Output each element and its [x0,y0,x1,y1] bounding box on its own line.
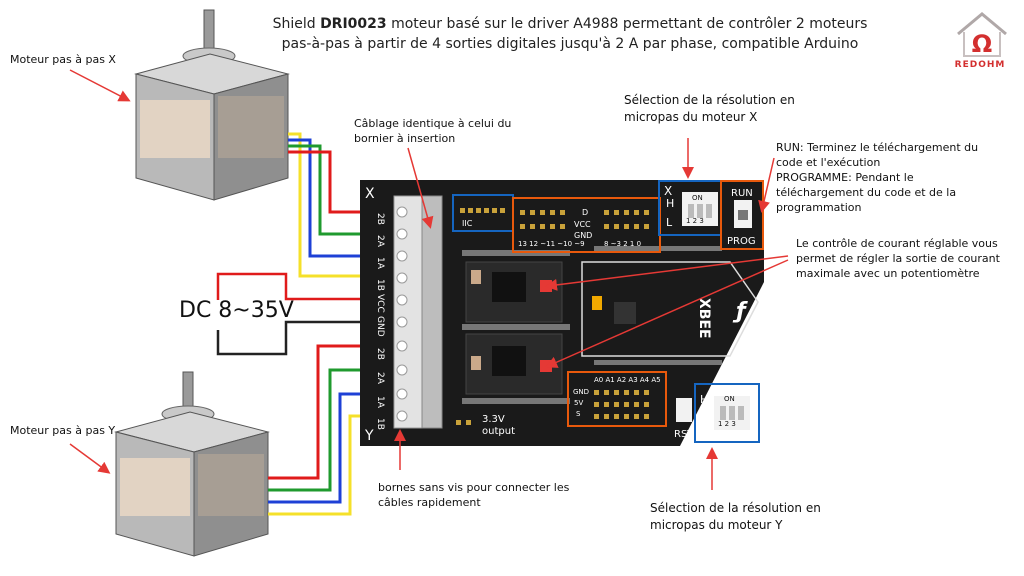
analog-pins-highlight [567,371,667,427]
label-motor-y: Moteur pas à pas Y [10,424,116,437]
svg-text:ON: ON [724,395,735,403]
shield-board: XBEE ƒ [360,180,764,446]
run-prog-highlight [720,180,764,250]
stepper-motor-y [114,371,270,557]
svg-text:A0 A1 A2 A3 A4 A5: A0 A1 A2 A3 A4 A5 [594,376,661,384]
svg-text:8 ~3 2 1 0: 8 ~3 2 1 0 [604,240,641,248]
svg-text:D: D [582,208,588,217]
svg-text:RUN: RUN [731,188,753,199]
title: Shield DRI0023 moteur basé sur le driver… [272,16,868,52]
label-motor-x: Moteur pas à pas X [10,53,116,66]
svg-text:RST: RST [674,429,694,440]
svg-text:1 2 3: 1 2 3 [718,420,736,428]
svg-text:3.3V: 3.3V [482,414,505,425]
svg-text:Ω: Ω [972,30,992,58]
svg-text:GND: GND [574,231,592,240]
stepper-motor-x [134,9,290,201]
svg-text:XBEE: XBEE [696,298,712,339]
logo-text: REDOHM [954,60,1006,70]
arrow-pot-1 [545,255,789,291]
arrow-motor-y [69,443,111,474]
svg-text:2A: 2A [375,235,385,248]
svg-text:VCC: VCC [375,294,385,313]
svg-text:output: output [482,426,515,437]
svg-text:H: H [700,393,708,406]
svg-text:5V: 5V [574,399,583,407]
svg-text:PROG: PROG [727,236,756,247]
svg-text:Y: Y [364,428,374,444]
arrow-run [758,157,775,213]
svg-text:ƒ: ƒ [732,299,748,324]
svg-text:2B: 2B [375,213,385,225]
svg-text:IIC: IIC [462,219,473,228]
svg-text:H: H [666,197,674,210]
arrow-motor-x [69,69,131,102]
svg-text:ON: ON [692,194,703,202]
svg-text:GND: GND [375,316,385,337]
arrow-pot-2 [545,259,789,368]
svg-text:2B: 2B [375,348,385,360]
svg-text:1B: 1B [375,418,385,430]
dip-y-highlight [694,383,760,443]
svg-text:13 12 ~11 ~10 ~9: 13 12 ~11 ~10 ~9 [518,240,585,248]
svg-text:X: X [664,184,672,198]
svg-text:1 2 3: 1 2 3 [686,217,704,225]
svg-text:VCC: VCC [574,220,591,229]
svg-text:X: X [365,186,375,202]
svg-text:1A: 1A [375,396,385,409]
svg-text:L: L [700,412,707,425]
svg-text:L: L [666,216,673,229]
svg-text:1A: 1A [375,257,385,270]
label-dc-power: DC 8~35V [179,298,294,323]
svg-text:S: S [576,410,581,418]
arrow-wiring [407,147,434,229]
svg-text:Y: Y [697,429,706,443]
svg-text:1B: 1B [375,279,385,291]
redohm-logo: Ω [957,12,1007,58]
svg-text:GND: GND [573,388,589,396]
svg-text:2A: 2A [375,372,385,385]
power-wires [216,272,398,356]
